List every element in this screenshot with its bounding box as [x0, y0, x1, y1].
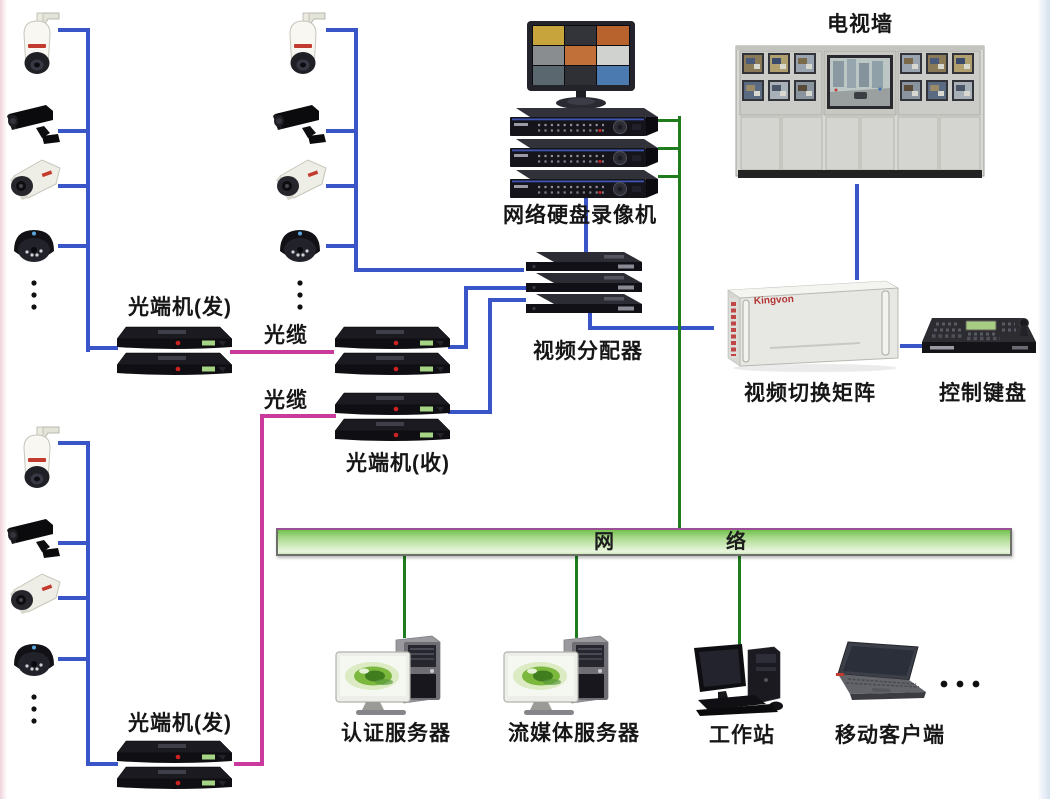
video-cable-line: [86, 441, 90, 766]
video-distributor-icon: [520, 250, 648, 318]
video-cable-line: [326, 184, 358, 188]
video-cable-line: [58, 184, 90, 188]
video-cable-line: [58, 657, 90, 661]
optical-receiver-2-icon: [332, 390, 454, 444]
optical-tx-top-label: 光端机(发): [128, 296, 232, 319]
surveillance-monitor-icon: [524, 20, 638, 112]
video-cable-line: [588, 326, 714, 330]
fiber-cable-bottom-label: 光缆: [264, 389, 308, 412]
video-cable-line: [588, 312, 592, 328]
ptz-dome-camera-icon: [12, 10, 62, 90]
ellipsis-vertical-icon: [294, 278, 306, 314]
streaming-server-icon: [502, 632, 620, 718]
dome-camera-icon: [276, 224, 324, 268]
video-cable-line: [354, 28, 358, 272]
video-cable-line: [584, 196, 588, 256]
workstation-icon: [692, 640, 788, 720]
video-cable-line: [326, 244, 358, 248]
video-cable-line: [326, 129, 358, 133]
video-matrix-label: 视频切换矩阵: [744, 382, 876, 405]
network-cable-line: [575, 556, 578, 638]
mobile-client-icon: [828, 640, 934, 706]
ptz-dome-camera-icon: [278, 10, 328, 90]
optical-transmitter-bottom-icon: [114, 738, 236, 792]
optical-transmitter-top-icon: [114, 324, 236, 378]
video-cable-line: [448, 410, 492, 414]
video-cable-line: [58, 28, 90, 32]
workstation-label: 工作站: [709, 724, 775, 747]
fiber-cable-line: [234, 762, 264, 766]
video-cable-line: [354, 268, 524, 272]
bullet-camera-icon: [6, 102, 62, 146]
video-cable-line: [58, 541, 90, 545]
video-cable-line: [86, 346, 118, 350]
video-cable-line: [488, 298, 492, 414]
video-cable-line: [855, 184, 859, 280]
video-cable-line: [86, 762, 118, 766]
network-bus-bar: 网 络: [276, 528, 1012, 556]
network-cable-line: [678, 116, 681, 529]
control-keyboard-label: 控制键盘: [939, 382, 1027, 405]
box-camera-icon: [6, 570, 62, 620]
network-cable-line: [403, 556, 406, 638]
ellipsis-horizontal-icon: [938, 678, 984, 690]
ptz-dome-camera-icon: [12, 424, 62, 504]
bullet-camera-icon: [272, 102, 328, 146]
network-cable-line: [738, 556, 741, 650]
network-cable-line: [658, 175, 678, 178]
dome-camera-icon: [10, 224, 58, 268]
video-cable-line: [464, 286, 526, 290]
optical-rx-label: 光端机(收): [346, 452, 450, 475]
nvr-label: 网络硬盘录像机: [503, 204, 657, 227]
video-cable-line: [58, 441, 90, 445]
matrix-brand-text: Kingvon: [754, 294, 795, 307]
video-cable-line: [900, 344, 924, 348]
right-edge-shade: [1037, 0, 1050, 799]
video-matrix-icon: Kingvon: [710, 278, 906, 374]
video-cable-line: [464, 286, 468, 349]
fiber-cable-line: [230, 350, 334, 354]
video-cable-line: [58, 244, 90, 248]
video-cable-line: [58, 596, 90, 600]
bullet-camera-icon: [6, 516, 62, 560]
ellipsis-vertical-icon: [28, 692, 40, 728]
fiber-cable-top-label: 光缆: [264, 324, 308, 347]
tv-wall-label: 电视墙: [827, 13, 893, 36]
dome-camera-icon: [10, 638, 58, 682]
video-cable-line: [86, 28, 90, 352]
network-bar-label-2: 络: [726, 531, 746, 553]
network-bar-label-1: 网: [594, 531, 614, 553]
video-distributor-label: 视频分配器: [533, 340, 643, 363]
control-keyboard-icon: [920, 312, 1040, 364]
box-camera-icon: [6, 156, 62, 206]
fiber-cable-line: [260, 414, 336, 418]
box-camera-icon: [272, 156, 328, 206]
auth-server-icon: [334, 632, 452, 718]
optical-receiver-1-icon: [332, 324, 454, 378]
left-edge-shade: [0, 0, 7, 799]
auth-server-label: 认证服务器: [341, 722, 451, 745]
network-cable-line: [658, 147, 678, 150]
nvr-stack-icon: [504, 106, 664, 202]
video-cable-line: [448, 345, 468, 349]
fiber-cable-line: [260, 414, 264, 766]
streaming-server-label: 流媒体服务器: [508, 722, 640, 745]
video-cable-line: [326, 28, 358, 32]
video-cable-line: [488, 298, 526, 302]
mobile-client-label: 移动客户端: [835, 724, 945, 747]
optical-tx-bottom-label: 光端机(发): [128, 712, 232, 735]
video-cable-line: [58, 129, 90, 133]
ellipsis-vertical-icon: [28, 278, 40, 314]
network-cable-line: [658, 119, 678, 122]
tv-wall-icon: [734, 42, 986, 184]
